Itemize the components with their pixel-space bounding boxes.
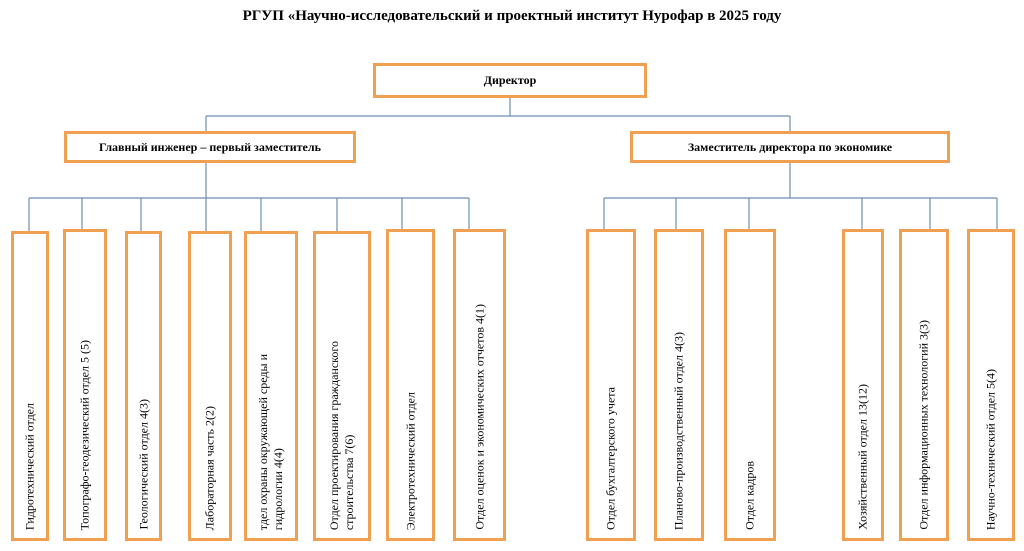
dept-label: Планово-производственный отдел 4(3) xyxy=(671,331,686,530)
dept-label: Отдел бухгалтерского учета xyxy=(603,387,618,530)
deputy-chief-engineer-label: Главный инженер – первый заместитель xyxy=(99,139,321,154)
dept-label: Хозяйственный отдел 13(12) xyxy=(855,384,870,530)
dept-household: Хозяйственный отдел 13(12) xyxy=(842,229,884,541)
dept-geological: Геологический отдел 4(3) xyxy=(125,231,162,541)
dept-label: Отдел кадров xyxy=(742,461,757,530)
dept-label: Геологический отдел 4(3) xyxy=(136,399,150,530)
dept-planning-production: Планово-производственный отдел 4(3) xyxy=(654,229,704,541)
director-box: Директор xyxy=(373,63,647,98)
dept-label: тдел охраны окружающей среды и гидрологи… xyxy=(256,353,285,530)
director-label: Директор xyxy=(483,73,537,87)
dept-label: Топографо-геодезический отдел 5 (5) xyxy=(77,339,92,530)
dept-assessment-economic-reports: Отдел оценок и экономических отчетов 4(1… xyxy=(453,229,506,541)
dept-hydrotechnical: Гидротехнический отдел xyxy=(11,231,49,541)
dept-label: Электротехнический отдел xyxy=(403,391,417,530)
dept-environment-hydrology: тдел охраны окружающей среды и гидрологи… xyxy=(244,231,298,541)
dept-label: Лабораторная часть 2(2) xyxy=(202,405,217,530)
dept-scientific-technical: Научно-технический отдел 5(4) xyxy=(967,229,1015,541)
deputy-economics-label: Заместитель директора по экономике xyxy=(687,139,893,154)
dept-label: Научно-технический отдел 5(4) xyxy=(983,368,998,530)
dept-laboratory: Лабораторная часть 2(2) xyxy=(188,231,232,541)
deputy-economics-box: Заместитель директора по экономике xyxy=(630,131,950,163)
deputy-chief-engineer-box: Главный инженер – первый заместитель xyxy=(64,131,356,163)
dept-label: Гидротехнический отдел xyxy=(22,402,37,530)
dept-civil-construction-design: Отдел проектирования гражданского строит… xyxy=(313,231,371,541)
chart-title: РГУП «Научно-исследовательский и проектн… xyxy=(242,8,782,24)
dept-personnel: Отдел кадров xyxy=(724,229,776,541)
dept-label: Отдел информационных технологий 3(3) xyxy=(916,320,931,530)
dept-label: Отдел проектирования гражданского строит… xyxy=(327,340,356,530)
dept-information-technology: Отдел информационных технологий 3(3) xyxy=(899,229,949,541)
dept-accounting: Отдел бухгалтерского учета xyxy=(586,229,636,541)
dept-topographic-geodetic: Топографо-геодезический отдел 5 (5) xyxy=(63,229,107,541)
dept-label: Отдел оценок и экономических отчетов 4(1… xyxy=(472,304,486,530)
dept-electrotechnical: Электротехнический отдел xyxy=(386,229,435,541)
